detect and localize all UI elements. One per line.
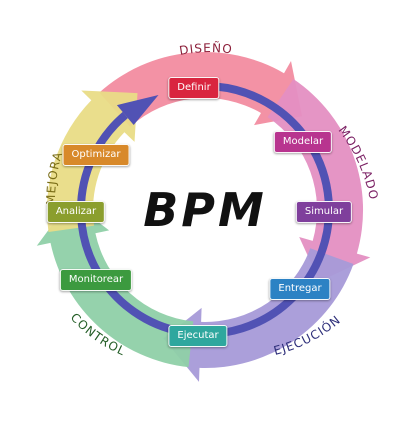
step-analizar: Analizar xyxy=(46,201,106,223)
ring-segment-ejecucion xyxy=(163,248,354,382)
phase-title-diseno: DISEÑO xyxy=(178,40,233,58)
step-ejecutar: Ejecutar xyxy=(168,325,228,347)
center-title: BPM xyxy=(143,183,267,237)
step-simular: Simular xyxy=(295,201,353,223)
step-entregar: Entregar xyxy=(269,278,331,300)
ring-segment-modelado xyxy=(267,79,371,282)
inner-arrow-head xyxy=(116,95,159,125)
step-optimizar: Optimizar xyxy=(62,144,130,166)
step-modelar: Modelar xyxy=(273,131,333,153)
step-definir: Definir xyxy=(168,77,220,99)
step-monitorear: Monitorear xyxy=(59,269,133,291)
